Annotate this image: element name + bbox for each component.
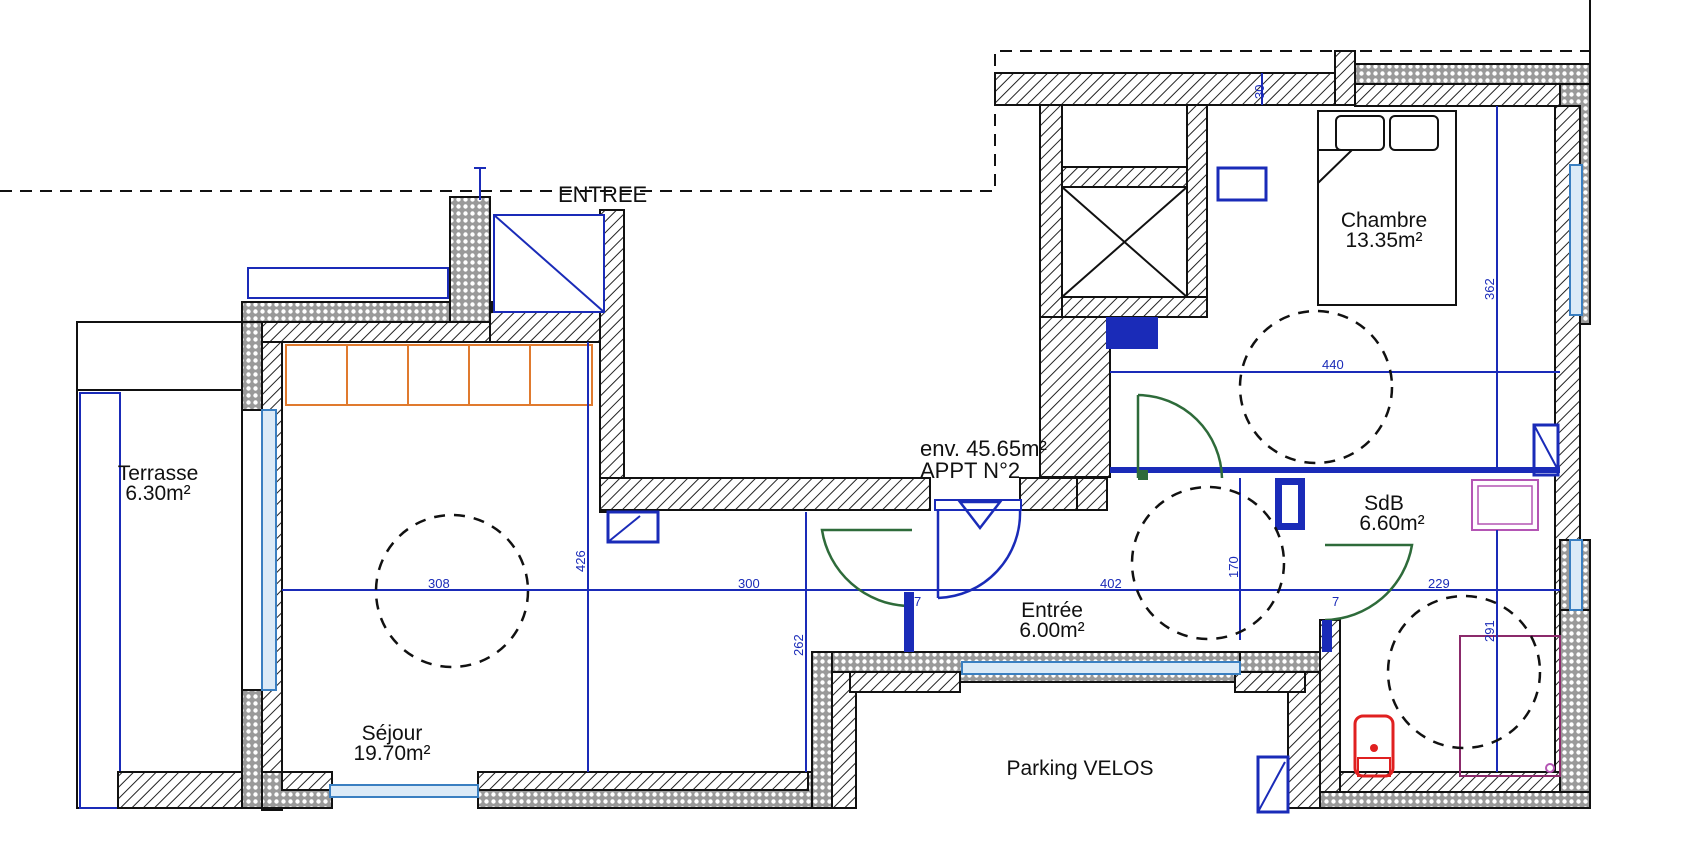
dim-entree-width: 402 <box>1100 576 1122 591</box>
entree-area: 6.00m² <box>1019 619 1084 642</box>
sejour-area: 19.70m² <box>353 742 430 765</box>
dim-sdb-height: 291 <box>1482 620 1497 642</box>
dimension-labels: 308 300 402 229 440 426 262 170 362 291 … <box>428 85 1497 656</box>
turning-circles <box>374 309 1542 750</box>
entrance-label: ENTREE <box>558 182 647 207</box>
dimension-lines <box>282 73 1560 772</box>
apartment-label: APPT N°2 <box>920 458 1020 483</box>
dim-sejour-width: 308 <box>428 576 450 591</box>
terrasse-area: 6.30m² <box>125 482 190 505</box>
bed <box>1317 110 1457 306</box>
dim-wall-thickness: 30 <box>1252 85 1267 99</box>
dim-corridor-height: 262 <box>791 634 806 656</box>
terrasse-name: Terrasse <box>118 462 199 485</box>
kitchen-counter <box>285 344 593 406</box>
dim-chambre-width: 440 <box>1322 357 1344 372</box>
storage-units <box>493 166 1560 814</box>
doors <box>820 393 1414 652</box>
chambre-name: Chambre <box>1341 209 1427 232</box>
labels: ENTREE env. 45.65m² APPT N°2 Terrasse 6.… <box>118 182 1427 780</box>
sanitary <box>1353 479 1561 778</box>
dim-sdb-width: 229 <box>1428 576 1450 591</box>
terrasse-area <box>76 321 243 809</box>
sdb-area: 6.60m² <box>1359 512 1424 535</box>
windows <box>247 164 1583 798</box>
dim-door-mark-2: 7 <box>1332 594 1339 609</box>
dim-chambre-height: 362 <box>1482 278 1497 300</box>
dim-door-mark-1: 7 <box>914 594 921 609</box>
entree-name: Entrée <box>1021 599 1083 622</box>
chambre-area: 13.35m² <box>1345 229 1422 252</box>
dim-entree-height: 170 <box>1226 556 1241 578</box>
dim-mid-width: 300 <box>738 576 760 591</box>
total-area-label: env. 45.65m² <box>920 436 1047 461</box>
sejour-name: Séjour <box>362 722 423 745</box>
sdb-name: SdB <box>1364 492 1404 515</box>
dim-sejour-height: 426 <box>573 550 588 572</box>
parking-name: Parking VELOS <box>1006 757 1153 780</box>
